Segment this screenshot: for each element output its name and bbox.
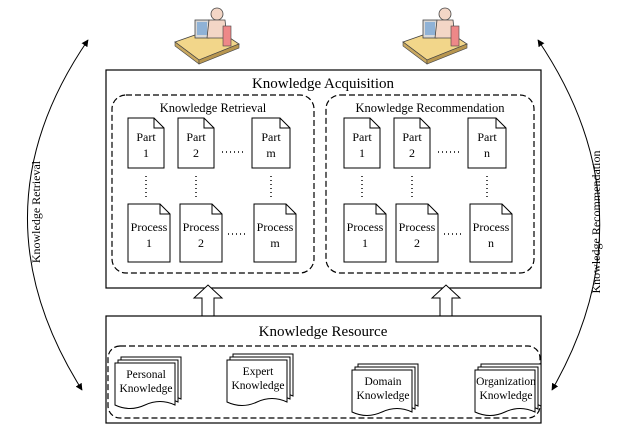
left-curved-arrow	[27, 39, 89, 391]
process-document: Process n	[469, 203, 513, 263]
block-arrow-right	[430, 284, 462, 317]
part-document-label: 1	[143, 146, 149, 160]
part-document: Part 1	[127, 117, 165, 169]
process-document: Process 1	[127, 203, 171, 263]
recommendation-group	[325, 94, 535, 274]
resource-document-label: Personal	[126, 369, 166, 381]
retrieval-group-title: Knowledge Retrieval	[160, 101, 267, 115]
knowledge-resource-title: Knowledge Resource	[259, 324, 388, 340]
part-document-label: 2	[409, 146, 415, 160]
part-document-label: Part	[186, 130, 206, 144]
part-document: Part 2	[393, 117, 431, 169]
part-document-label: 1	[359, 146, 365, 160]
right-side-label: Knowledge Recommendation	[589, 151, 603, 294]
process-document-label: 1	[146, 236, 152, 250]
resource-document-label: Domain	[364, 376, 401, 388]
user-computer-icon	[402, 7, 468, 65]
part-document-label: Part	[352, 130, 372, 144]
part-document: Part 1	[343, 117, 381, 169]
knowledge-acquisition-box	[105, 69, 542, 289]
process-document-label: Process	[347, 220, 384, 234]
process-document: Process 1	[343, 203, 387, 263]
process-document-label: Process	[257, 220, 294, 234]
user-computer-icon	[174, 7, 240, 65]
process-document-label: m	[270, 236, 280, 250]
process-document-label: Process	[131, 220, 168, 234]
resource-document-label: Knowledge	[479, 390, 532, 402]
process-document-label: Process	[473, 220, 510, 234]
retrieval-group	[111, 94, 315, 274]
part-document-label: 2	[193, 146, 199, 160]
resource-document-label: Organization	[476, 376, 536, 388]
part-document: Part n	[467, 117, 507, 169]
block-arrow-left	[192, 284, 224, 317]
part-document: Part 2	[177, 117, 215, 169]
process-document-label: Process	[183, 220, 220, 234]
part-document-label: Part	[261, 130, 281, 144]
resource-document-label: Expert	[243, 366, 274, 378]
process-document-label: 1	[362, 236, 368, 250]
right-curved-arrow	[537, 39, 601, 391]
knowledge-acquisition-title: Knowledge Acquisition	[252, 76, 395, 92]
process-document: Process m	[253, 203, 297, 263]
part-document-label: Part	[136, 130, 156, 144]
resource-document-label: Knowledge	[231, 380, 284, 392]
process-document: Process 2	[395, 203, 439, 263]
resource-document-label: Knowledge	[119, 383, 172, 395]
left-side-label: Knowledge Retrieval	[29, 160, 43, 263]
resource-document-label: Knowledge	[356, 390, 409, 402]
part-document-label: n	[484, 146, 490, 160]
process-document-label: n	[488, 236, 494, 250]
part-document-label: m	[266, 146, 276, 160]
process-document-label: 2	[198, 236, 204, 250]
process-document: Process 2	[179, 203, 223, 263]
process-document-label: Process	[399, 220, 436, 234]
part-document: Part m	[251, 117, 291, 169]
process-document-label: 2	[414, 236, 420, 250]
part-document-label: Part	[402, 130, 422, 144]
recommendation-group-title: Knowledge Recommendation	[356, 101, 506, 115]
part-document-label: Part	[477, 130, 497, 144]
